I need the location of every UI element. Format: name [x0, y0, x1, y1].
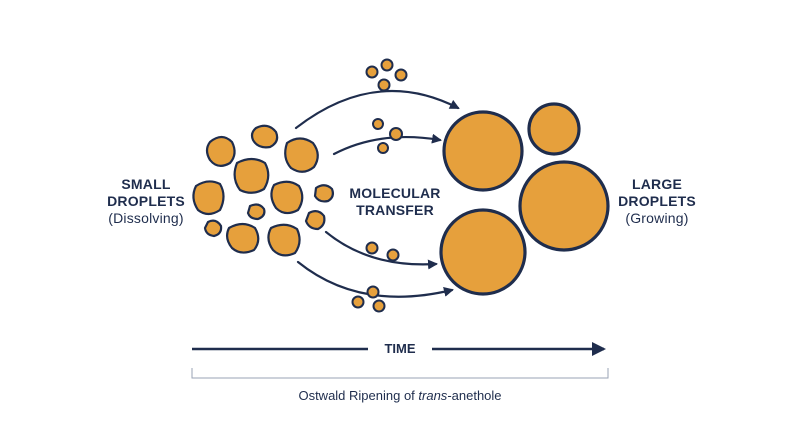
molecule [366, 285, 380, 299]
molecule [372, 118, 384, 130]
small-droplets-cluster [192, 124, 334, 257]
small-droplet [192, 180, 225, 216]
transfer-arrow [324, 230, 438, 270]
large-droplet [527, 102, 581, 156]
caption-suffix: -anethole [447, 388, 502, 403]
small-droplet [246, 203, 266, 221]
small-droplet [284, 137, 319, 173]
molecule [365, 241, 379, 255]
transfer-label-line1: MOLECULAR [349, 185, 441, 201]
molecule [380, 58, 394, 72]
small-droplet [304, 209, 326, 231]
molecule [389, 127, 403, 141]
small-droplet [267, 223, 301, 257]
molecule [394, 68, 408, 82]
small-droplet [250, 124, 279, 149]
caption-italic: trans [418, 388, 448, 403]
transfer-label-line2: TRANSFER [356, 202, 434, 218]
small-label-line2: DROPLETS [107, 193, 185, 209]
small-droplet [203, 219, 223, 238]
small-label-sub: (Dissolving) [108, 210, 184, 226]
small-droplet [233, 157, 270, 194]
small-droplet [270, 180, 304, 215]
large-droplet [518, 160, 610, 252]
transfer-arrow [294, 90, 460, 130]
large-droplet [442, 110, 524, 192]
large-label-sub: (Growing) [625, 210, 689, 226]
molecule [372, 299, 386, 313]
large-label-line1: LARGE [632, 176, 682, 192]
small-droplet [313, 184, 334, 203]
time-bracket [191, 368, 609, 379]
diagram-caption: Ostwald Ripening of trans-anethole [200, 388, 600, 403]
molecule [377, 142, 389, 154]
large-droplet [439, 208, 527, 296]
molecular-transfer-label: MOLECULAR TRANSFER [335, 185, 455, 219]
time-label: TIME [368, 341, 432, 357]
molecule [365, 65, 379, 79]
large-label-line2: DROPLETS [618, 193, 696, 209]
transfer-arrow [332, 133, 442, 156]
molecule [351, 295, 365, 309]
molecule [377, 78, 391, 92]
small-label-line1: SMALL [121, 176, 171, 192]
transfer-molecules [351, 58, 408, 313]
large-droplets-label: LARGE DROPLETS (Growing) [612, 176, 702, 227]
small-droplet [225, 222, 260, 254]
small-droplets-label: SMALL DROPLETS (Dissolving) [100, 176, 192, 227]
caption-prefix: Ostwald Ripening of [298, 388, 419, 403]
molecule [386, 248, 400, 262]
large-droplets-cluster [439, 102, 610, 296]
small-droplet [205, 135, 236, 167]
